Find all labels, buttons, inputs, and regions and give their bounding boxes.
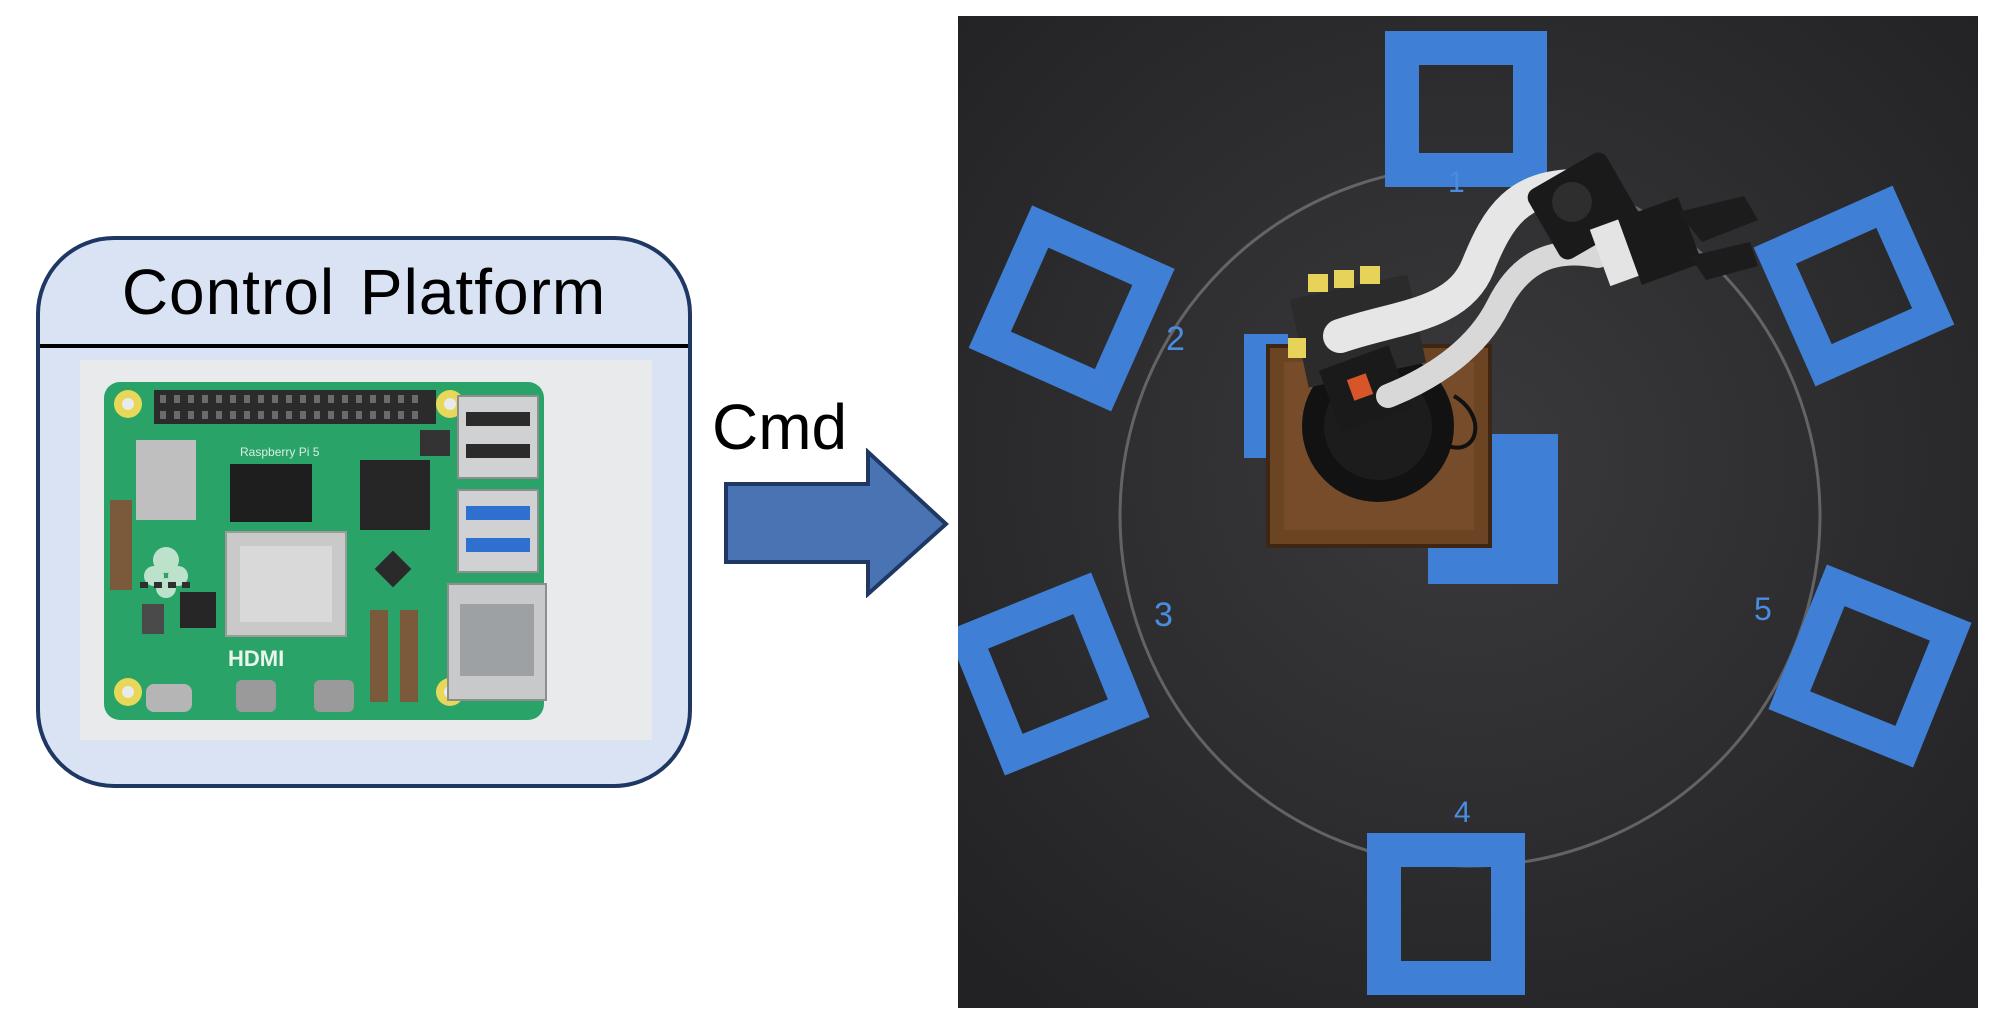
tape-marker-1 bbox=[1385, 31, 1547, 187]
tape-marker-5 bbox=[1768, 564, 1972, 768]
marker-label-3: 3 bbox=[1154, 596, 1173, 634]
tape-marker-3 bbox=[958, 572, 1150, 776]
marker-label-4: 4 bbox=[1454, 796, 1471, 829]
wrist-servo bbox=[1617, 197, 1703, 285]
raspberry-logo-icon bbox=[144, 547, 188, 598]
marker-label-5: 5 bbox=[1754, 591, 1772, 627]
marker-label-1: 1 bbox=[1448, 166, 1465, 199]
gripper-jaw-upper bbox=[1678, 196, 1758, 242]
gpio-header bbox=[154, 390, 436, 424]
control-platform-panel: Control Platform Raspberry Pi 5 bbox=[36, 236, 692, 788]
marker-label-2: 2 bbox=[1166, 320, 1185, 358]
right-arrow-icon bbox=[724, 448, 949, 598]
robot-arm-scene-image: 1 2 3 4 5 bbox=[958, 16, 1978, 1008]
tape-marker-6 bbox=[1753, 185, 1955, 387]
cmd-label: Cmd bbox=[712, 391, 848, 463]
tape-marker-4 bbox=[1367, 833, 1525, 995]
tape-marker-2 bbox=[968, 205, 1175, 412]
board-hdmi-label: HDMI bbox=[228, 646, 284, 671]
board-brand-label: Raspberry Pi 5 bbox=[240, 445, 320, 459]
gripper-jaw-lower bbox=[1690, 242, 1758, 280]
panel-title: Control Platform bbox=[40, 240, 688, 348]
raspberry-pi-board-image: Raspberry Pi 5 HDMI bbox=[80, 360, 652, 740]
